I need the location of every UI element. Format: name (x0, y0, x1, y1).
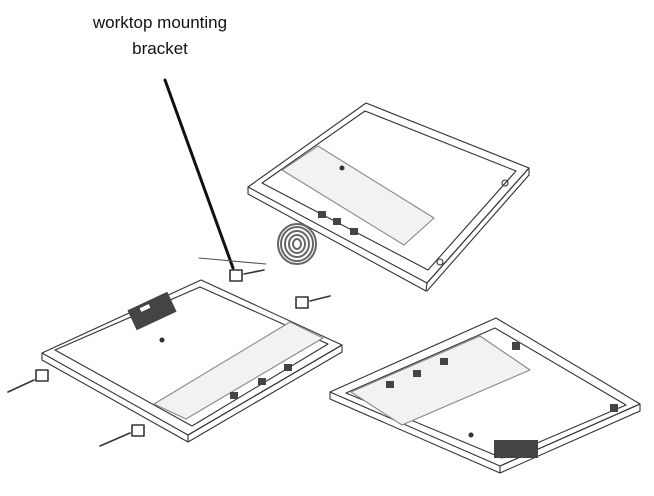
callout-line-2: bracket (132, 39, 188, 58)
hob-recessed-view (329, 317, 641, 474)
worktop-mounting-bracket (7, 257, 331, 447)
callout-line-1: worktop mounting (92, 13, 228, 32)
leader-line (163, 78, 235, 270)
hob-top-view (247, 102, 530, 292)
bracket-callout: worktop mounting bracket (40, 10, 280, 62)
hob-underside-with-brackets (41, 279, 343, 443)
induction-coil (277, 223, 317, 265)
